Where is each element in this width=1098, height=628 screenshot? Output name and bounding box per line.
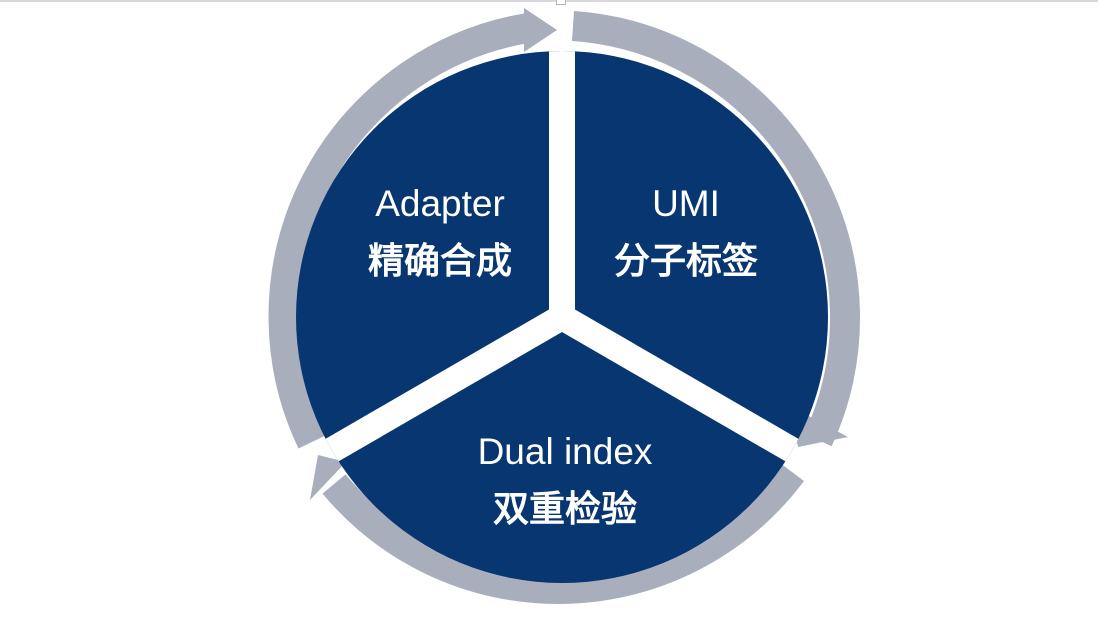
segment-title-umi: UMI [652,183,720,224]
arrowhead-left [310,455,346,500]
segment-label-umi: UMI 分子标签 [554,182,818,284]
arrow-dual-to-adapter [322,462,804,604]
segment-label-adapter: Adapter 精确合成 [308,182,572,284]
arrow-adapter-to-umi [268,13,531,449]
arrow-umi-to-dual [571,11,861,447]
top-rule [0,0,1098,2]
segment-subtitle-dual-index: 双重检验 [492,489,637,530]
segment-adapter [296,51,562,520]
segment-title-adapter: Adapter [375,183,505,224]
selection-handle[interactable] [556,0,566,5]
separator-left [296,305,569,520]
segment-umi [562,51,828,583]
segment-subtitle-adapter: 精确合成 [367,241,512,282]
arrowhead-top [524,8,557,52]
segment-title-dual-index: Dual index [477,431,653,472]
segment-subtitle-umi: 分子标签 [613,241,758,282]
cycle-arrows [268,8,861,604]
separator-right [555,305,828,520]
segment-label-dual-index: Dual index 双重检验 [433,430,697,532]
